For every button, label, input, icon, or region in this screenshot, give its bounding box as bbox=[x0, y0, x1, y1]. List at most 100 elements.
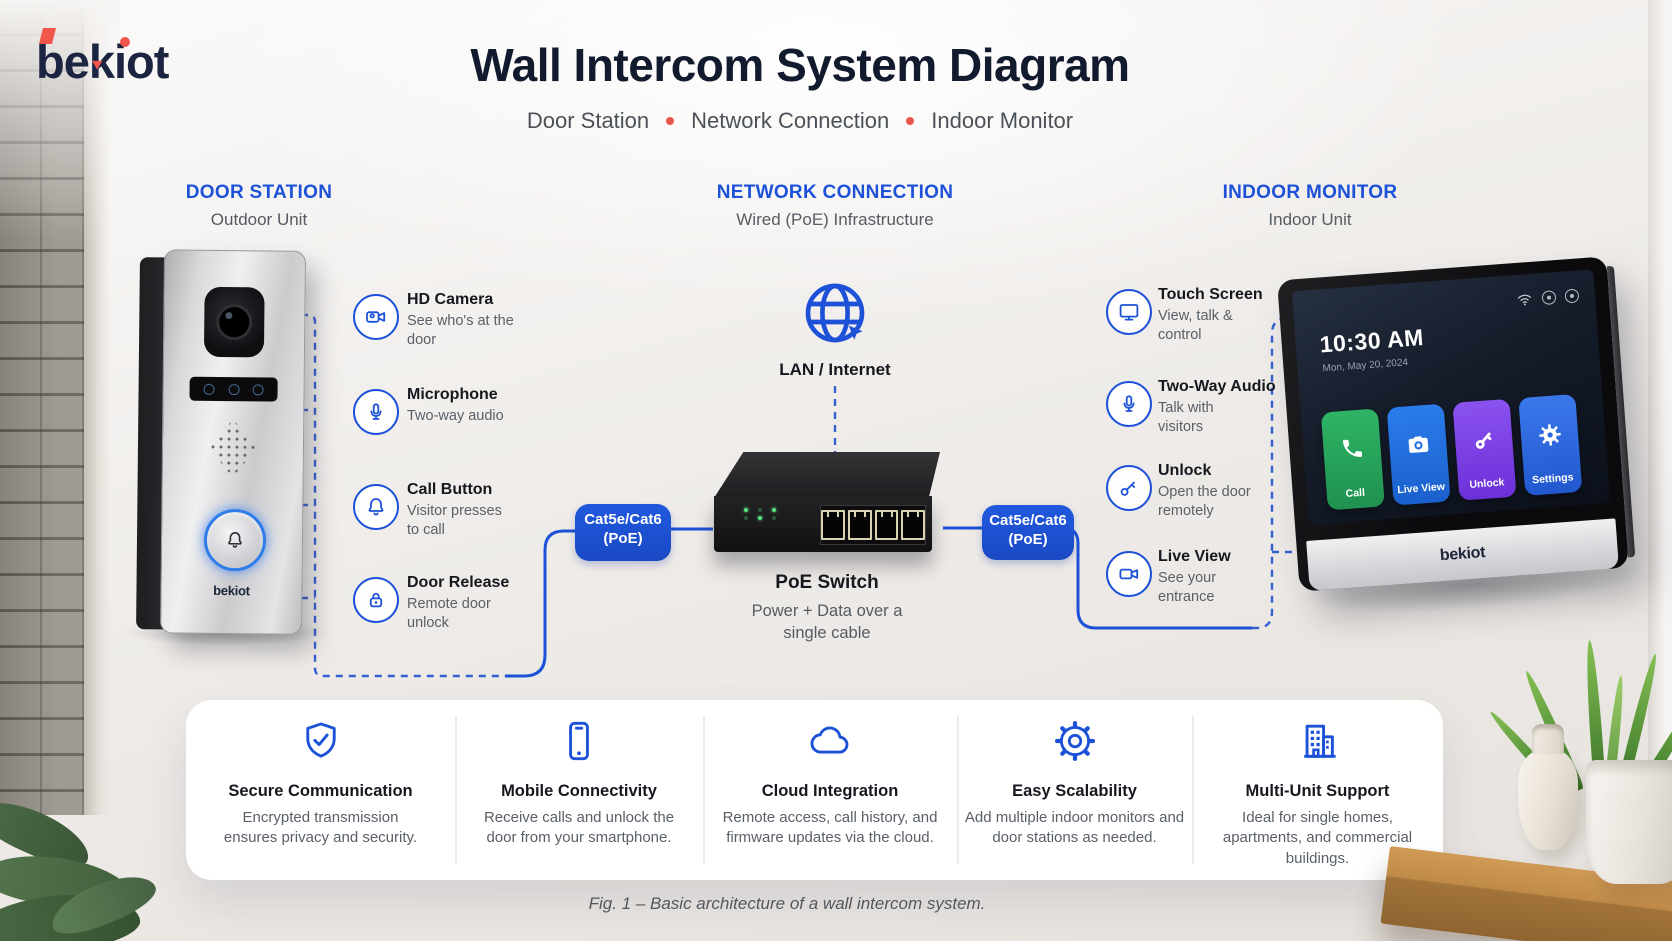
cable-badge-line1: Cat5e/Cat6 bbox=[989, 512, 1067, 529]
status-clock-icon bbox=[1564, 288, 1580, 304]
callout-hd-camera: HD Camera See who's at the door bbox=[407, 291, 517, 349]
callout-desc: Talk with visitors bbox=[1158, 400, 1214, 435]
feature-desc: Ideal for single homes, apartments, and … bbox=[1222, 809, 1413, 867]
indicator-icon bbox=[228, 383, 240, 395]
feature-title: Cloud Integration bbox=[761, 782, 899, 800]
screen-status-bar bbox=[1516, 288, 1580, 307]
phone-icon bbox=[1342, 439, 1362, 457]
callout-unlock: Unlock Open the door remotely bbox=[1158, 462, 1268, 520]
gear-icon bbox=[1054, 721, 1095, 761]
callout-title: HD Camera bbox=[407, 291, 494, 308]
subtitle-item: Indoor Monitor bbox=[931, 108, 1074, 133]
ceramic-vase bbox=[1518, 748, 1578, 850]
shield-check-icon bbox=[305, 722, 336, 758]
callout-two-way-audio: Two-Way Audio Talk with visitors bbox=[1158, 378, 1276, 436]
building-icon bbox=[1303, 724, 1336, 758]
screen-icon bbox=[1119, 304, 1139, 321]
switch-desc: Power + Data over a single cable bbox=[751, 602, 903, 643]
unlock-app-tile: Unlock bbox=[1452, 398, 1517, 501]
section-subtitle: Wired (PoE) Infrastructure bbox=[736, 210, 934, 229]
callout-desc: Two-way audio bbox=[407, 408, 504, 424]
door-call-button bbox=[203, 508, 267, 572]
video-camera-icon bbox=[1119, 568, 1139, 580]
callout-desc: See who's at the door bbox=[407, 313, 514, 348]
app-tiles: Call Live View bbox=[1320, 393, 1583, 511]
status-dot-icon bbox=[1541, 290, 1557, 306]
led-icon bbox=[744, 516, 748, 520]
bell-icon bbox=[368, 498, 384, 516]
feature-title: Secure Communication bbox=[228, 782, 413, 800]
callout-title: Microphone bbox=[407, 386, 498, 403]
call-app-tile: Call bbox=[1320, 408, 1385, 511]
speaker-grille bbox=[209, 419, 258, 477]
brand-logo-text: bekiot bbox=[36, 35, 169, 88]
callout-call-button: Call Button Visitor presses to call bbox=[407, 481, 517, 539]
door-release-callout-icon bbox=[353, 577, 399, 623]
cable-badge-line2: (PoE) bbox=[603, 529, 643, 547]
cable-badge-line1: Cat5e/Cat6 bbox=[584, 511, 662, 528]
led-icon bbox=[772, 508, 776, 512]
page-subtitle: Door Station Network Connection Indoor M… bbox=[336, 108, 1264, 134]
bell-icon bbox=[228, 532, 242, 548]
tile-label: Settings bbox=[1531, 471, 1574, 487]
tile-label: Call bbox=[1345, 486, 1366, 501]
feature-easy-scalability: Easy Scalability Add multiple indoor mon… bbox=[957, 700, 1192, 880]
bullet-dot-icon bbox=[666, 117, 675, 125]
brick-wall-fade bbox=[0, 0, 120, 300]
callout-title: Two-Way Audio bbox=[1158, 378, 1276, 395]
callout-door-release: Door Release Remote door unlock bbox=[407, 574, 517, 632]
two-way-audio-callout-icon bbox=[1106, 381, 1152, 427]
callout-desc: View, talk & control bbox=[1158, 308, 1233, 343]
smartphone-icon bbox=[569, 721, 589, 761]
led-icon bbox=[772, 516, 776, 520]
section-title: INDOOR MONITOR bbox=[1222, 182, 1398, 203]
feature-secure-communication: Secure Communication Encrypted transmiss… bbox=[186, 700, 455, 880]
switch-leds bbox=[744, 508, 776, 520]
lock-icon bbox=[369, 593, 383, 608]
led-icon bbox=[744, 508, 748, 512]
video-camera-icon bbox=[366, 311, 386, 323]
section-subtitle: Indoor Unit bbox=[1268, 210, 1352, 229]
lan-internet-label: LAN / Internet bbox=[779, 360, 891, 379]
touch-screen-callout-icon bbox=[1106, 289, 1152, 335]
bullet-dot-icon bbox=[906, 117, 915, 125]
feature-title: Multi-Unit Support bbox=[1245, 782, 1390, 800]
globe-icon bbox=[799, 277, 871, 354]
indicator-icon bbox=[252, 383, 264, 395]
section-title: NETWORK CONNECTION bbox=[716, 182, 954, 203]
callout-desc: Open the door remotely bbox=[1158, 484, 1251, 519]
led-icon bbox=[758, 508, 762, 512]
switch-label: PoE Switch bbox=[775, 572, 879, 593]
subtitle-item: Network Connection bbox=[691, 108, 890, 133]
rj45-port bbox=[847, 510, 872, 540]
key-icon bbox=[1475, 432, 1491, 449]
rj45-port bbox=[874, 510, 899, 540]
call-button-callout-icon bbox=[353, 484, 399, 530]
indoor-monitor-device: 10:30 AM Mon, May 20, 2024 bbox=[1277, 256, 1629, 592]
cable-badge-line2: (PoE) bbox=[1008, 530, 1048, 548]
callout-touch-screen: Touch Screen View, talk & control bbox=[1158, 286, 1268, 344]
feature-mobile-connectivity: Mobile Connectivity Receive calls and un… bbox=[455, 700, 703, 880]
door-station-indicator-strip bbox=[189, 376, 278, 402]
ethernet-ports bbox=[820, 505, 926, 545]
logo-accent-dot bbox=[120, 37, 130, 47]
callout-title: Unlock bbox=[1158, 462, 1212, 479]
feature-title: Mobile Connectivity bbox=[501, 782, 657, 800]
door-station-camera bbox=[203, 286, 265, 358]
cable-badge-right: Cat5e/Cat6 (PoE) bbox=[982, 505, 1074, 560]
screen-date: Mon, May 20, 2024 bbox=[1322, 357, 1409, 375]
key-icon bbox=[1120, 481, 1135, 496]
page-title: Wall Intercom System Diagram bbox=[470, 39, 1130, 91]
callout-desc: Visitor presses to call bbox=[407, 503, 502, 538]
cloud-icon bbox=[810, 726, 849, 754]
subtitle-item: Door Station bbox=[526, 108, 650, 133]
brand-logo: bekiot bbox=[36, 28, 266, 104]
figure-caption: Fig. 1 – Basic architecture of a wall in… bbox=[588, 894, 986, 913]
live-view-app-tile: Live View bbox=[1386, 403, 1451, 506]
live-view-callout-icon bbox=[1106, 551, 1152, 597]
tile-label: Unlock bbox=[1469, 476, 1505, 491]
rj45-port bbox=[821, 510, 845, 540]
plant-pot bbox=[1586, 760, 1672, 884]
cable-badge-left: Cat5e/Cat6 (PoE) bbox=[575, 504, 671, 561]
